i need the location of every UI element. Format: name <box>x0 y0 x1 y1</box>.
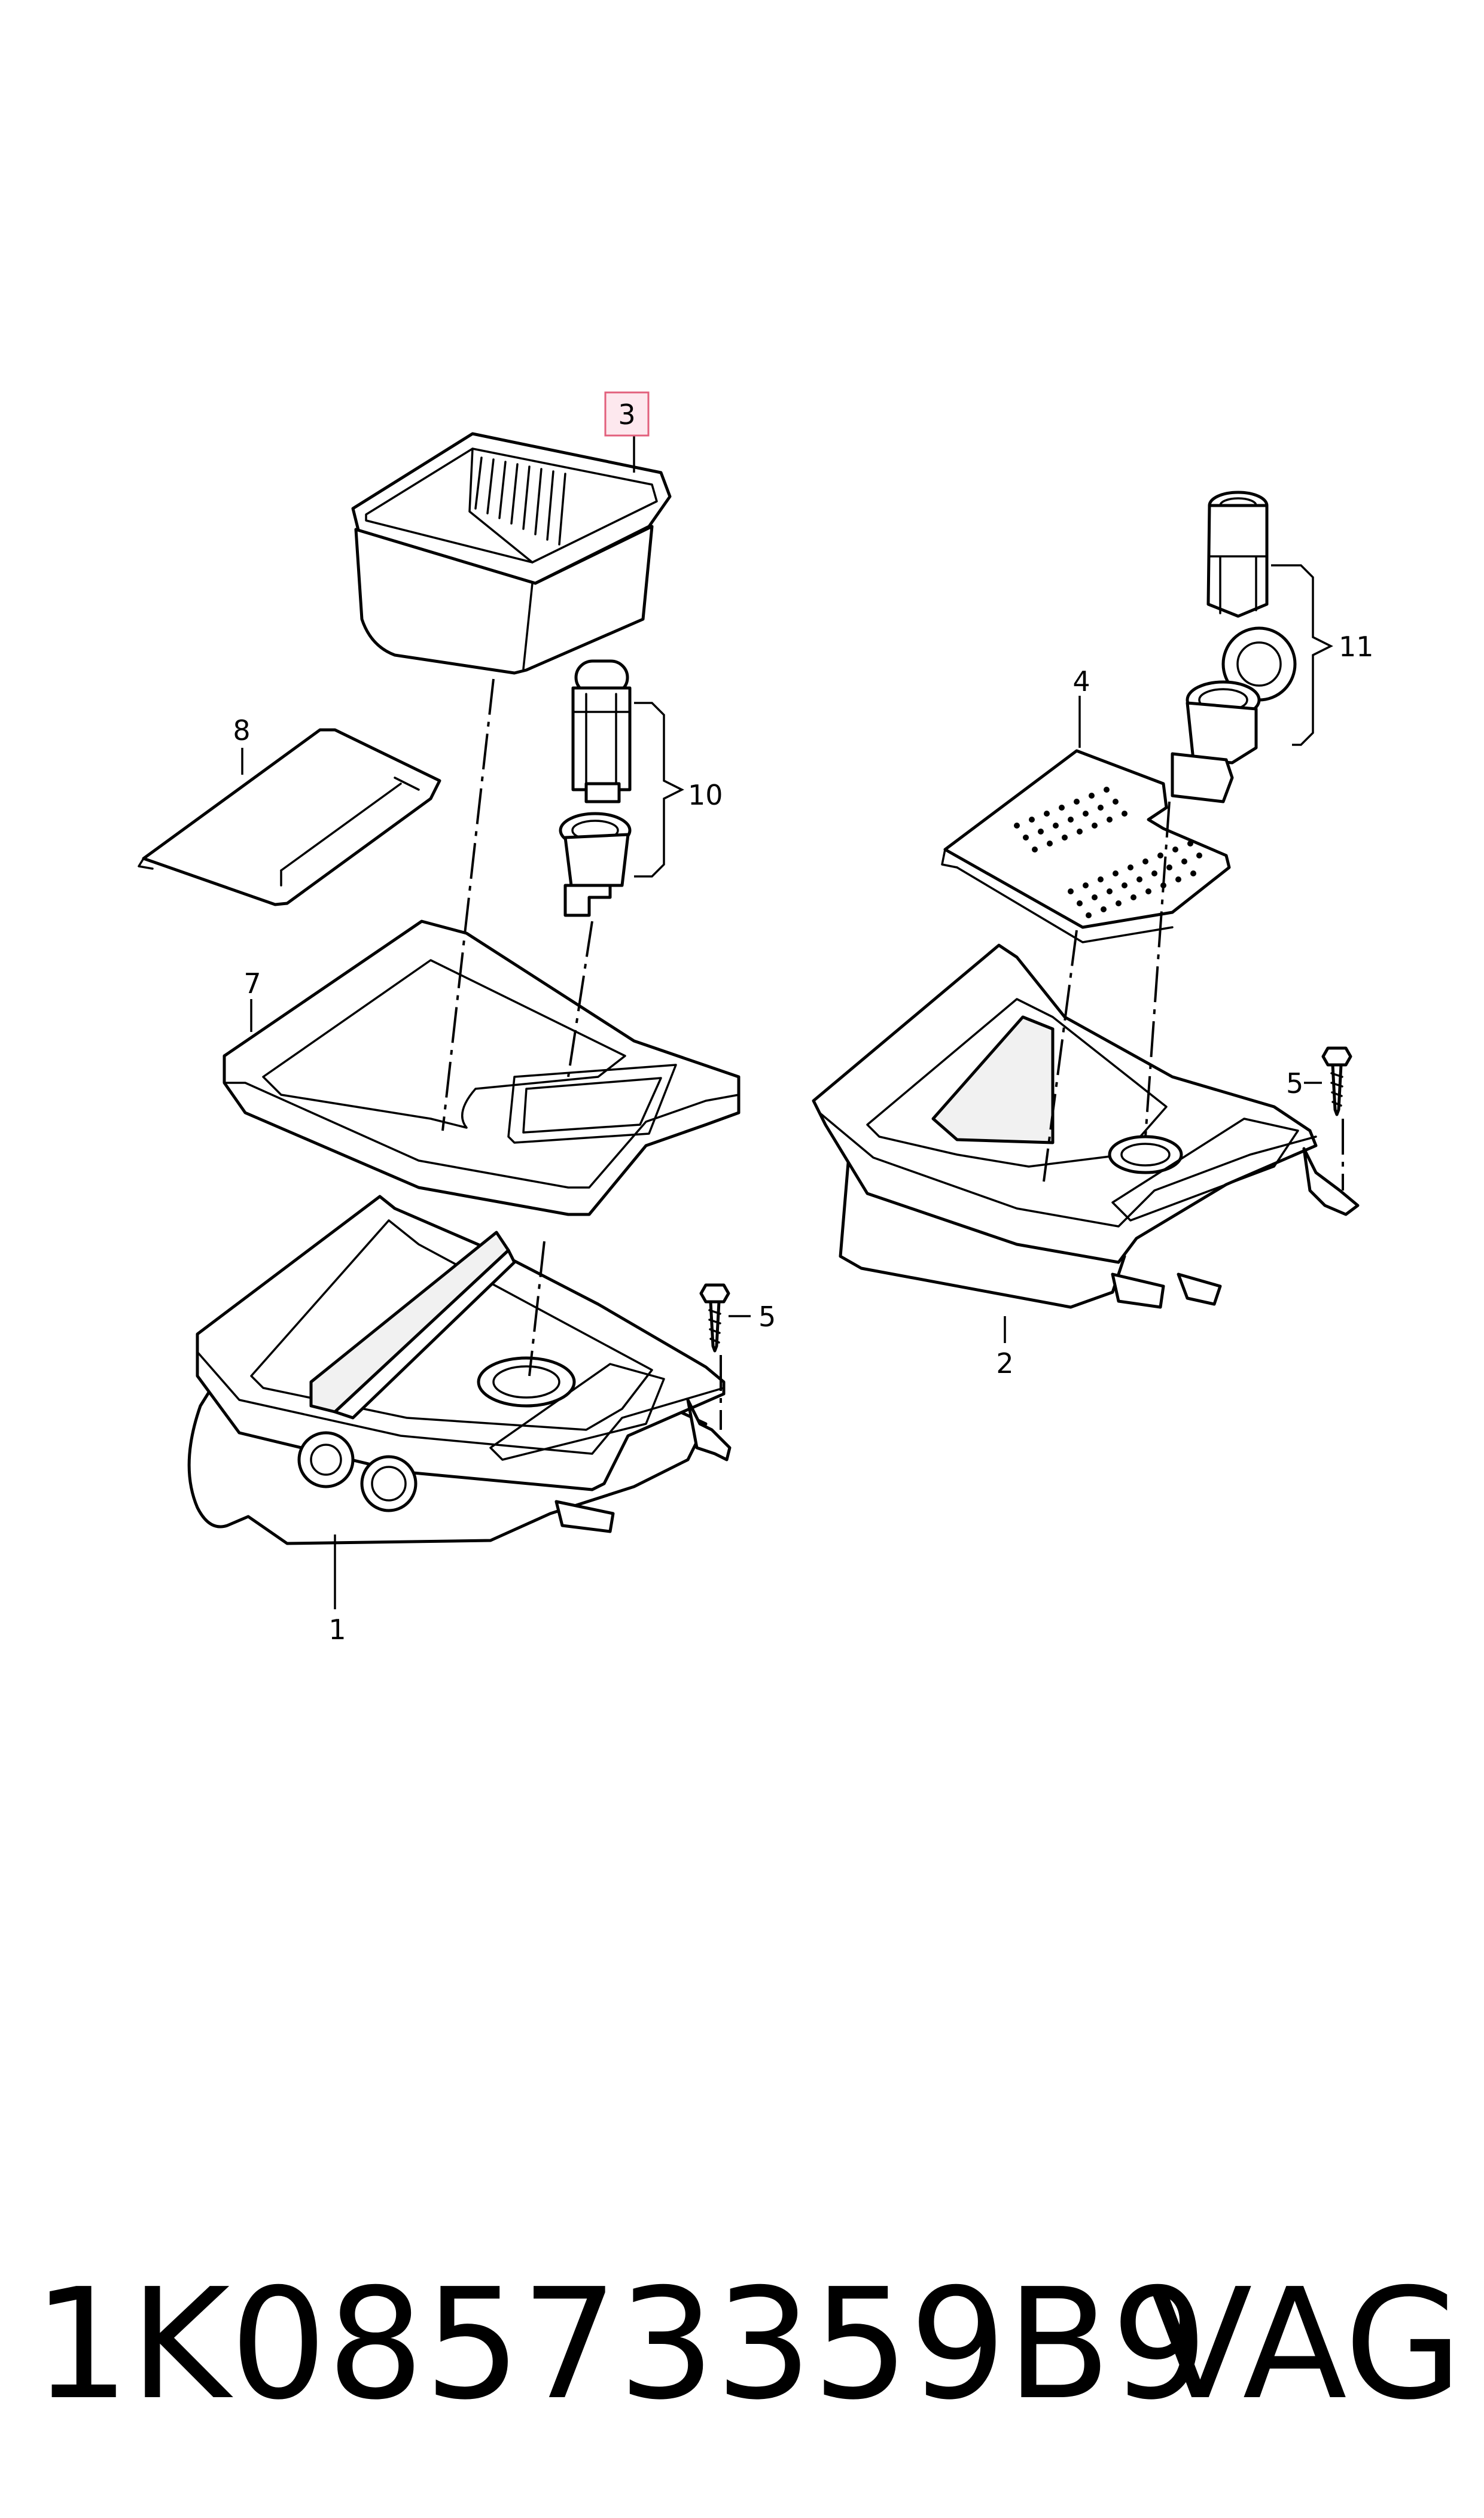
part-8-mat[interactable] <box>138 728 441 906</box>
callout-10: 10 <box>688 779 723 811</box>
callout-5-left: 5 <box>758 1301 776 1333</box>
leader-lines <box>241 436 1322 1609</box>
part-5-screw-right[interactable] <box>1321 1046 1352 1116</box>
callout-4: 4 <box>1072 665 1090 698</box>
callout-7: 7 <box>243 967 261 1000</box>
part-11-socket-assembly[interactable] <box>1171 491 1297 803</box>
callout-3-highlight[interactable]: 3 <box>604 391 650 437</box>
brand-name: VAG <box>1148 2256 1462 2434</box>
part-2-right-console[interactable] <box>812 943 1360 1309</box>
part-5-screw-left[interactable] <box>699 1283 730 1353</box>
callout-3: 3 <box>618 398 635 431</box>
bracket-11 <box>1271 564 1333 746</box>
assembly-lines <box>441 678 1344 1430</box>
part-1-lower-console[interactable] <box>187 1195 732 1545</box>
bracket-10 <box>634 702 684 878</box>
part-7-trim-panel[interactable] <box>223 919 741 1216</box>
tray-ribs <box>474 456 566 546</box>
callout-2: 2 <box>996 1347 1013 1380</box>
callout-5-right: 5 <box>1286 1067 1303 1100</box>
callout-1: 1 <box>328 1613 346 1646</box>
perforation-pattern <box>1014 787 1202 918</box>
part-10-socket-assembly[interactable] <box>559 659 632 917</box>
part-number: 1K08573359B9 <box>33 2256 1208 2434</box>
callout-8: 8 <box>233 714 250 747</box>
callout-11: 11 <box>1339 631 1374 663</box>
footer-caption: 1K08573359B9 VAG <box>33 2255 1468 2435</box>
part-3-storage-tray[interactable] <box>351 432 672 675</box>
part-4-perforated-mat[interactable] <box>941 749 1231 943</box>
